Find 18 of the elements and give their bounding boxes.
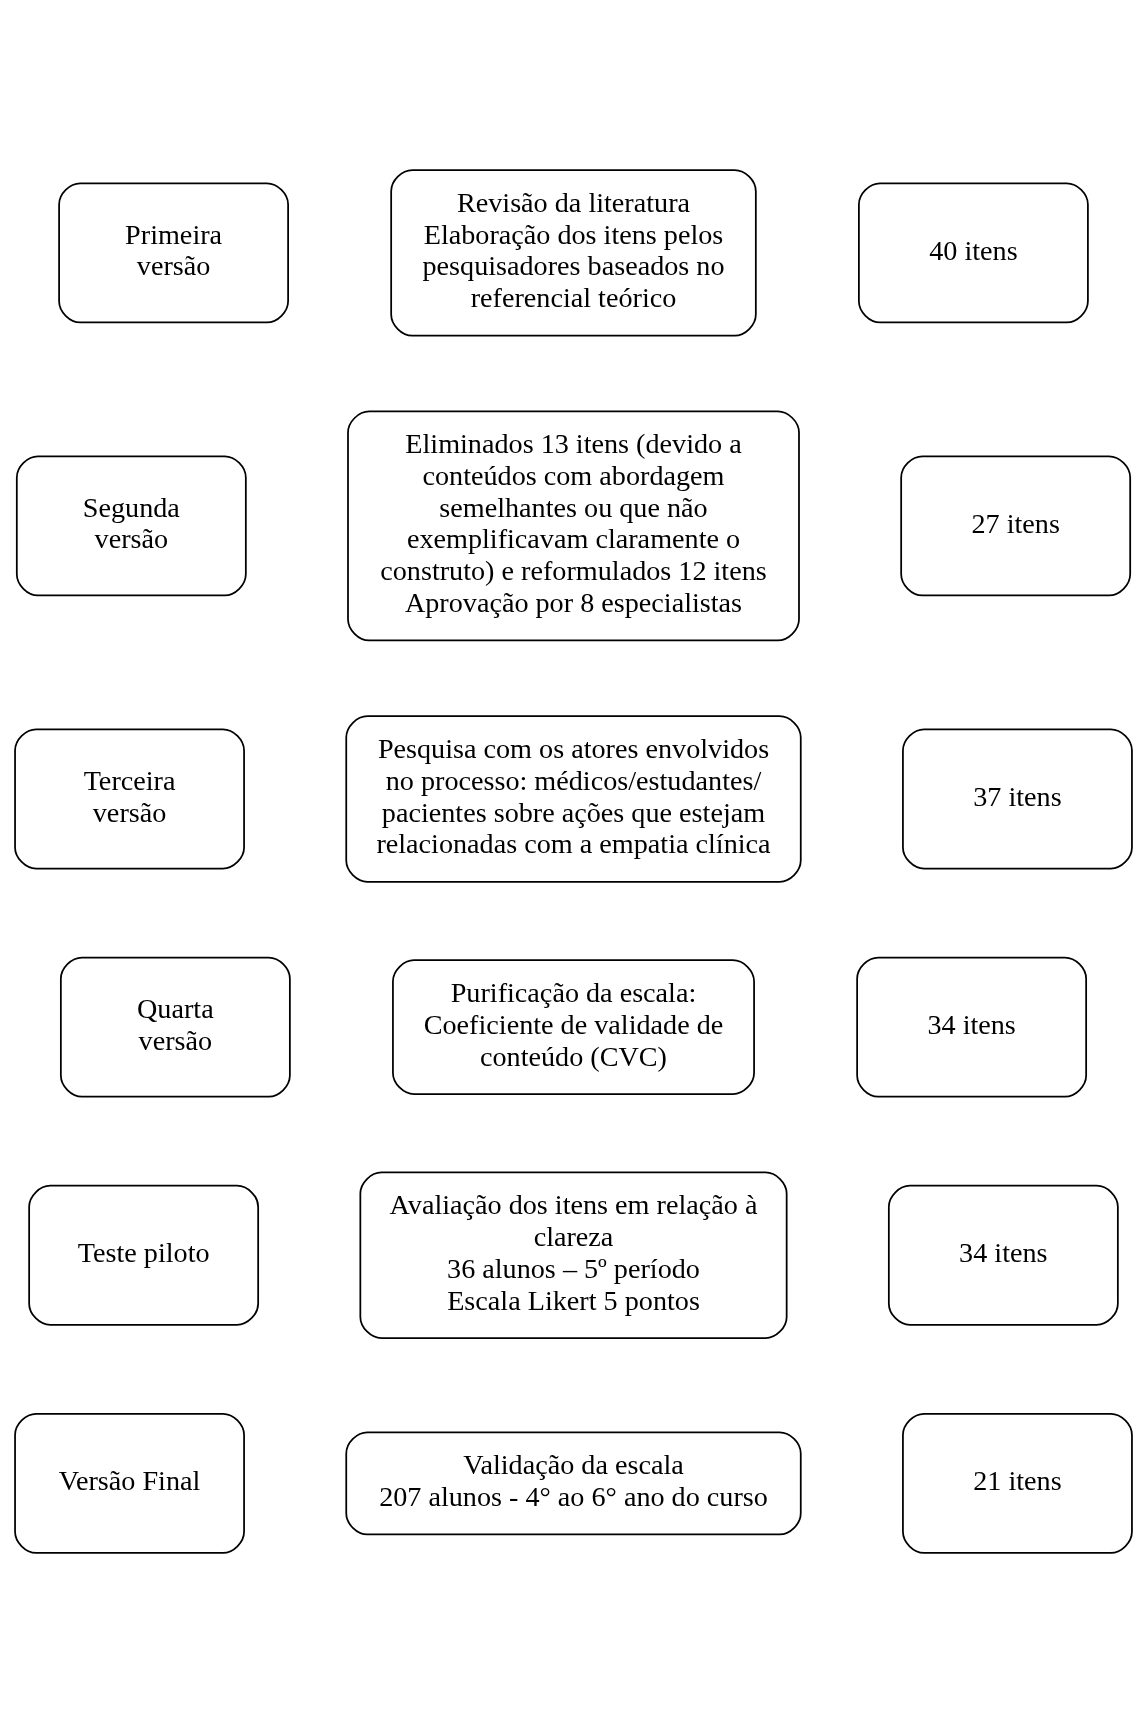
node-box: Teste piloto — [28, 1184, 260, 1326]
node-box: 40 itens — [858, 181, 1089, 323]
node-box: 34 itens — [856, 956, 1088, 1098]
node-box: Revisão da literatura Elaboração dos itens pelos pesquisadores baseados no referencial teórico — [390, 168, 757, 336]
node-box: 34 itens — [887, 1184, 1119, 1326]
node-box: Pesquisa com os atores envolvidos no processo: médicos/estudantes/ pacientes sobre ações que estejam relacionadas com a empatia clínica — [345, 714, 802, 883]
node-box: Validação da escala 207 alunos - 4° ao 6° ano do curso — [345, 1430, 802, 1535]
node-box: Primeira versão — [58, 181, 289, 323]
node-box: Segunda versão — [15, 454, 247, 596]
node-box: 21 itens — [902, 1412, 1133, 1554]
node-box: 27 itens — [900, 454, 1132, 596]
node-box: 37 itens — [902, 728, 1133, 869]
node-box: Eliminados 13 itens (devido a conteúdos com abordagem semelhantes ou que não exemplificavam claramente o construto) e reformulados 12 itens Aprovação por 8 especialistas — [347, 410, 800, 641]
node-box: Terceira versão — [14, 728, 245, 869]
node-box: Avaliação dos itens em relação à clareza 36 alunos – 5º período Escala Likert 5 pontos — [359, 1171, 788, 1339]
node-box: Versão Final — [14, 1412, 245, 1554]
node-box: Quarta versão — [60, 956, 291, 1098]
node-box: Purificação da escala: Coeficiente de validade de conteúdo (CVC) — [392, 958, 755, 1095]
